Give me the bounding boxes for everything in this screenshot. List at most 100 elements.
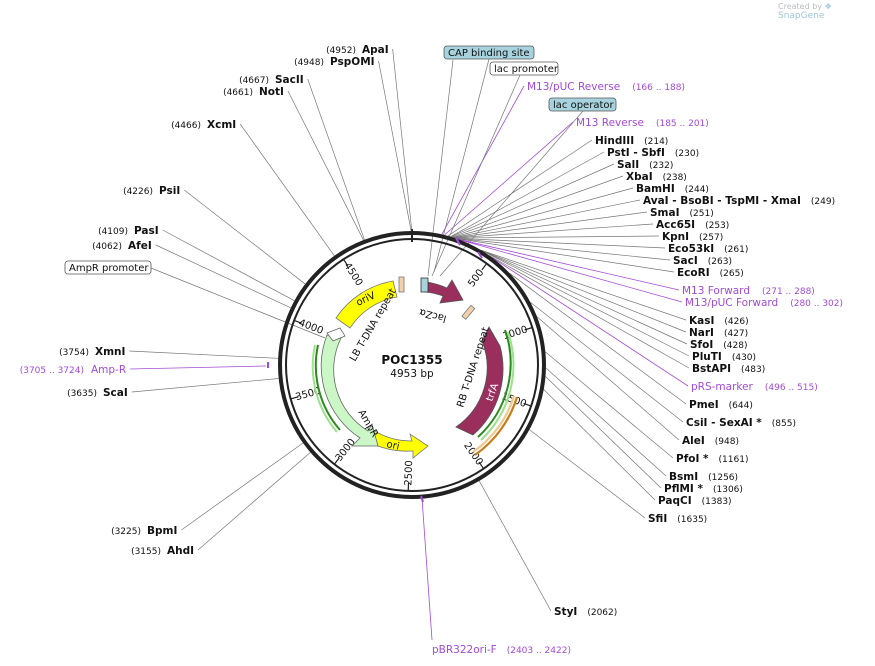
site-label[interactable]: BamHI [636,183,675,195]
site-label[interactable]: PmeI [689,399,719,411]
site-label[interactable]: PsiI [159,185,180,197]
site-label[interactable]: XmnI [95,346,125,358]
feature-green-arc-right[interactable] [477,329,512,438]
feature-green-arc-left-inner[interactable] [311,344,338,433]
plasmid-size: 4953 bp [390,368,434,380]
primer-label-amp-r[interactable]: Amp-R [91,364,126,376]
site-label[interactable]: SacII [275,74,304,86]
leader-line [509,273,687,405]
site-label[interactable]: ScaI [103,387,128,399]
site-label[interactable]: EcoRI [677,267,710,279]
primer-range-amp-r: (3705 .. 3724) [20,366,84,376]
feature-green-arc-right-inner[interactable] [480,331,515,441]
site-position: (261) [724,245,748,255]
site-label[interactable]: PfoI * [676,453,709,465]
site-label[interactable]: SfiI [648,513,667,525]
primer-label-pbr322ori-f[interactable]: pBR322ori-F [432,644,497,656]
leader-line [150,267,326,339]
site-label[interactable]: XbaI [626,171,653,183]
site-label[interactable]: SfoI [690,339,713,351]
site-position: (265) [720,269,744,279]
site-label[interactable]: NarI [689,327,714,339]
site-position: (1256) [708,473,738,483]
feature-rb-tdna-marker[interactable] [461,304,476,320]
site-position: (428) [723,341,747,351]
snapgene-brand: Created by ❖ SnapGene [778,2,875,21]
created-by-text: Created by [778,2,823,11]
feature-lb-tdna-marker[interactable] [398,276,405,293]
tick-label: 500 [466,267,486,289]
feature-AmpR[interactable] [320,334,379,447]
site-position: (4667) [239,76,269,86]
leader-line [455,237,666,249]
feature-trfA[interactable] [455,326,504,436]
site-label[interactable]: AvaI - BsoBI - TspMI - XmaI [643,195,801,207]
site-label[interactable]: NotI [259,86,284,98]
restriction-site-labels[interactable]: HindIII(214)PstI - SbfI(230)SalI(232)Xba… [59,44,835,618]
site-label[interactable]: Eco53kI [668,243,714,255]
site-label[interactable]: PluTI [692,351,722,363]
box-lac-operator[interactable]: lac operator [548,97,617,112]
primer-label[interactable]: M13/pUC Forward [685,297,778,309]
leader-line [378,60,412,232]
site-label[interactable]: BsmI [669,471,698,483]
site-label[interactable]: CsiI - SexAI * [686,417,762,429]
tick-label: 4500 [341,261,364,288]
site-label[interactable]: SmaI [650,207,680,219]
site-position: (4948) [294,58,324,68]
primer-label[interactable]: M13 Reverse [576,117,644,129]
leader-line [431,74,521,277]
primer-leader [444,121,574,236]
leader-line [307,78,365,240]
site-label[interactable]: StyI [554,606,577,618]
site-position: (4062) [92,242,122,252]
site-label[interactable]: SacI [673,255,698,267]
site-label[interactable]: KpnI [662,231,689,243]
site-label[interactable]: PaqCI [658,495,692,507]
site-label[interactable]: PstI - SbfI [607,147,665,159]
site-position: (3754) [59,348,89,358]
leader-line [536,316,680,441]
site-label[interactable]: AleI [682,435,705,447]
box-cap-binding-site[interactable]: CAP binding site [443,45,535,60]
features[interactable] [267,237,519,503]
feature-ampr-promoter-arrow[interactable] [326,327,346,342]
site-label[interactable]: BpmI [147,525,177,537]
site-position: (644) [729,401,753,411]
site-label[interactable]: HindIII [595,135,634,147]
site-label[interactable]: SalI [617,159,639,171]
site-position: (426) [724,317,748,327]
leader-line [481,250,690,357]
primer-labels[interactable]: M13/pUC Reverse(166 .. 188)M13 Reverse(1… [20,81,843,656]
feature-lacZ[interactable] [424,279,464,304]
feature-oriV[interactable] [335,280,398,329]
site-position: (253) [705,221,729,231]
leader-line [455,238,671,261]
snapgene-app-name: SnapGene [778,11,825,21]
primer-label[interactable]: pRS-marker [691,381,754,393]
feature-green-arc-left[interactable] [314,344,341,431]
site-label[interactable]: PflMI * [664,483,703,495]
box-lac-promoter[interactable]: lac promoter [489,61,559,76]
feature-orange-arc[interactable] [474,396,519,456]
site-label[interactable]: XcmI [207,119,236,131]
leader-line [162,229,295,302]
feature-orange-arc-light[interactable] [472,395,516,453]
site-label[interactable]: Acc65I [656,219,695,231]
feature-lac-operator-marker[interactable] [420,277,429,293]
site-label[interactable]: AhdI [167,545,194,557]
box-ampr-promoter[interactable]: AmpR promoter [64,260,152,275]
leader-line [450,151,605,237]
site-label[interactable]: BstAPI [692,363,731,375]
primer-label[interactable]: M13/pUC Reverse [527,81,620,93]
site-label[interactable]: PasI [134,225,159,237]
site-label[interactable]: ApaI [362,44,389,56]
site-label[interactable]: KasI [689,315,714,327]
site-label[interactable]: AfeI [128,240,152,252]
leader-line [392,48,413,232]
site-label[interactable]: PspOMI [330,56,375,68]
primer-label[interactable]: M13 Forward [682,285,750,297]
leader-line [454,223,654,239]
primer-leader [458,238,680,291]
